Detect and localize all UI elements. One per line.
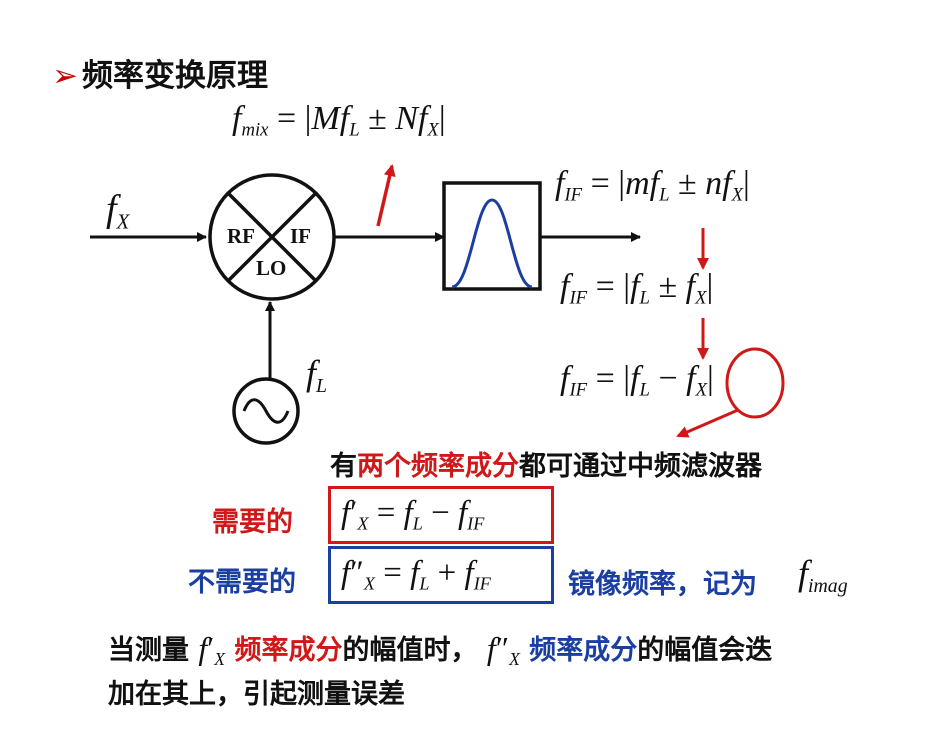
title-text: 频率变换原理: [81, 58, 268, 94]
if-filter: [442, 181, 542, 291]
fx-highlight-ellipse: [725, 347, 785, 419]
mixer-if-label: IF: [290, 224, 311, 248]
fl-input-label: fL: [306, 353, 328, 397]
unwanted-equation: f″X = fL + fIF: [341, 555, 491, 594]
fmix-pointer-arrow: [376, 164, 396, 227]
page-title: ➢频率变换原理: [52, 50, 268, 95]
mixer-lo-label: LO: [256, 256, 287, 280]
lo-source: [232, 377, 300, 445]
note-two-components: 有两个频率成分都可通过中频滤波器: [330, 451, 762, 482]
image-frequency-label: 镜像频率，记为: [568, 569, 757, 600]
image-frequency-symbol: fimag: [798, 553, 848, 597]
wanted-equation: f′X = fL − fIF: [341, 495, 485, 534]
mixer-rf-label: RF: [227, 224, 255, 248]
bandpass-curve: [451, 198, 533, 289]
unwanted-label: 不需要的: [188, 567, 296, 598]
fmix-equation: fmix = |MfL ± NfX|: [232, 100, 446, 141]
wanted-equation-box: f′X = fL − fIF: [328, 486, 554, 544]
fif-difference-equation: fIF = |fL − fX|: [560, 360, 714, 401]
fif-first-order-equation: fIF = |fL ± fX|: [560, 268, 714, 309]
fx-prime-symbol: f′X: [198, 630, 226, 670]
fx-input-label: fX: [106, 188, 130, 234]
mixer: [208, 173, 336, 301]
unwanted-equation-box: f″X = fL + fIF: [328, 546, 554, 604]
bottom-note-line2: 加在其上，引起测量误差: [108, 679, 405, 710]
ellipse-pointer-arrow: [676, 408, 739, 438]
bottom-note-line1: 当测量 f′X 频率成分的幅值时， f″X 频率成分的幅值会迭: [108, 630, 773, 670]
bullet-arrow-icon: ➢: [52, 58, 78, 94]
fif-general-equation: fIF = |mfL ± nfX|: [555, 165, 750, 206]
wanted-label: 需要的: [212, 507, 293, 538]
fx-double-prime-symbol: f″X: [486, 630, 520, 670]
